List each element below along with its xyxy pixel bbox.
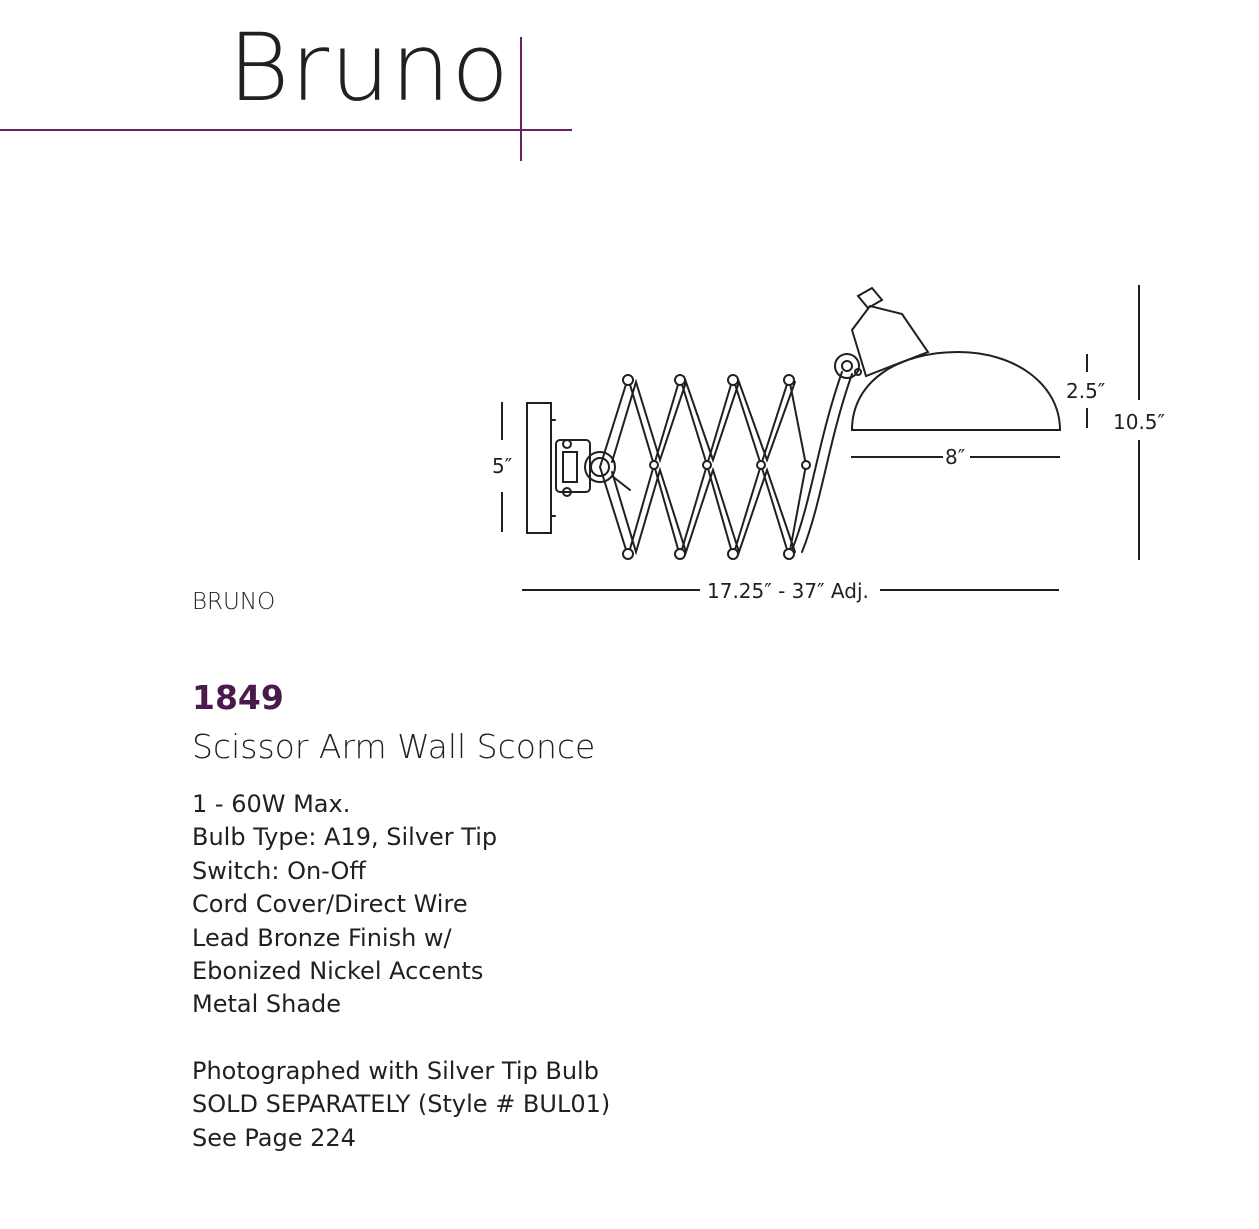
note-item: Photographed with Silver Tip Bulb	[192, 1057, 599, 1085]
spec-item: Cord Cover/Direct Wire	[192, 890, 468, 919]
shade-neck	[850, 304, 930, 378]
dimension-lines	[501, 285, 1140, 591]
shade-knuckle	[834, 353, 860, 379]
pivot-knob	[584, 451, 616, 483]
shade-dome	[850, 350, 1062, 431]
spec-item: Bulb Type: A19, Silver Tip	[192, 823, 498, 852]
spec-item: 1 - 60W Max.	[192, 790, 351, 818]
note-list: Photographed with Silver Tip Bulb SOLD S…	[192, 1055, 610, 1155]
title-divider-horizontal	[0, 129, 572, 131]
curved-arm	[791, 371, 843, 551]
note-item: See Page 224	[192, 1123, 356, 1152]
dim-extension: 17.25″ - 37″ Adj.	[707, 579, 869, 603]
backplate	[526, 402, 552, 534]
spec-item: Metal Shade	[192, 990, 342, 1019]
dim-total-height: 10.5″	[1113, 410, 1165, 434]
dim-backplate-height: 5″	[492, 454, 512, 478]
spec-item: Lead Bronze Finish w/	[192, 923, 452, 952]
shade-socket	[856, 286, 884, 310]
dim-shade-height: 2.5″	[1066, 379, 1105, 403]
spec-list: 1 - 60W Max. Bulb Type: A19, Silver Tip …	[192, 788, 497, 1022]
drawing-caption: BRUNO	[192, 589, 276, 615]
product-name: Scissor Arm Wall Sconce	[192, 727, 596, 766]
title-divider-vertical	[520, 37, 522, 161]
mount-bracket	[555, 439, 591, 493]
spec-item: Ebonized Nickel Accents	[192, 957, 484, 986]
model-number: 1849	[192, 678, 284, 717]
sconce-line-drawing: 5″ 2.5″ 10.5″ 8″ 17.25″ - 37″ Adj.	[492, 285, 1165, 603]
dim-shade-width: 8″	[945, 445, 965, 469]
page-title: Bruno	[228, 14, 510, 123]
scissor-rivets	[622, 374, 811, 560]
note-item: SOLD SEPARATELY (Style # BUL01)	[192, 1090, 611, 1119]
spec-item: Switch: On-Off	[192, 856, 366, 885]
